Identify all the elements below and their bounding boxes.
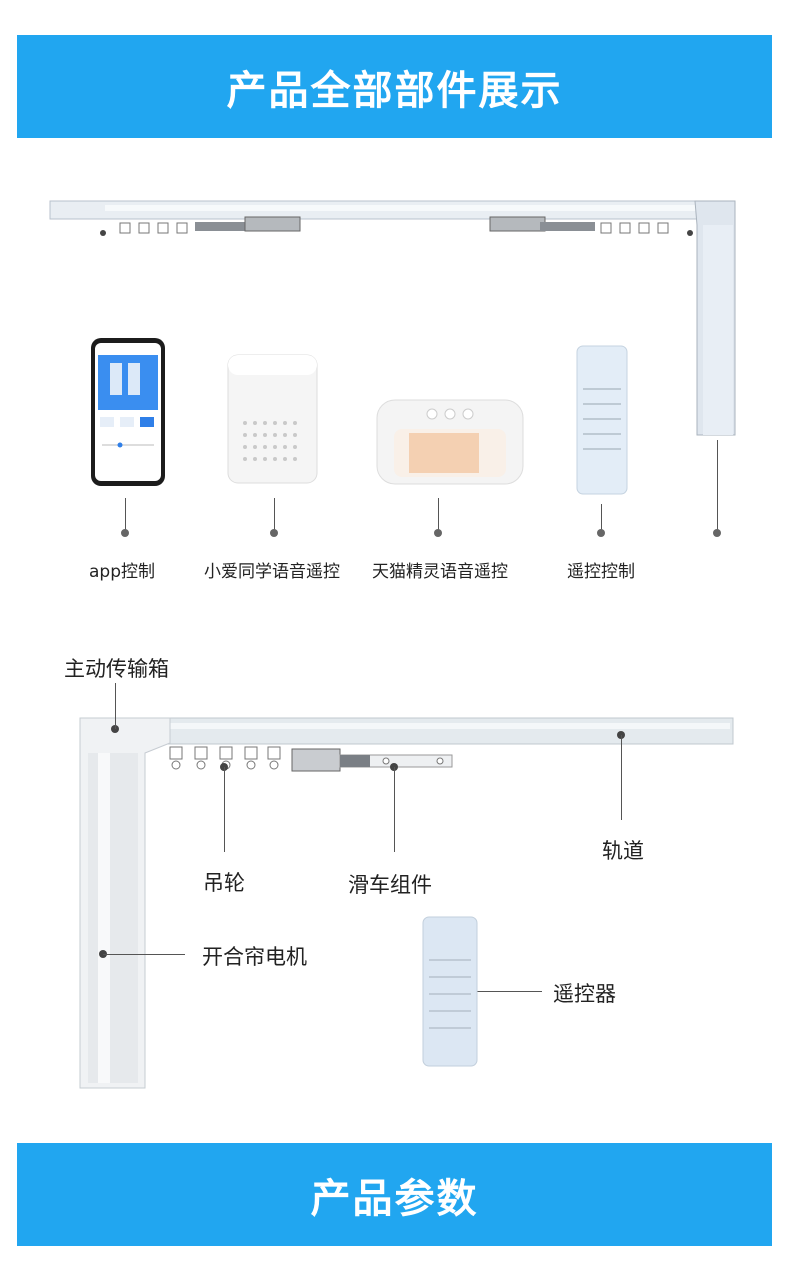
app-connector-line (125, 498, 126, 532)
track-label: 轨道 (602, 839, 644, 863)
gearbox-label: 主动传输箱 (64, 657, 169, 681)
tmall-control-label: 天猫精灵语音遥控 (372, 562, 508, 582)
tmall-connector-dot (434, 529, 442, 537)
hooks-connector-line (224, 767, 225, 852)
gearbox-connector-dot (111, 725, 119, 733)
remote-connector-line-bottom (464, 991, 542, 992)
hooks-label: 吊轮 (203, 871, 245, 895)
remote-label: 遥控器 (553, 982, 616, 1006)
app-control-label: app控制 (89, 562, 155, 582)
parameters-title-banner: 产品参数 (17, 1143, 772, 1246)
carriage-label: 滑车组件 (348, 873, 432, 897)
remote-control-image (576, 345, 628, 495)
section-title-banner: 产品全部部件展示 (17, 35, 772, 138)
remote-control-label: 遥控控制 (567, 562, 635, 582)
app-connector-dot (121, 529, 129, 537)
tmall-genie-speaker-image (376, 399, 524, 485)
remote-controller-image (422, 916, 478, 1067)
gearbox-connector-line (115, 683, 116, 729)
parameters-title: 产品参数 (310, 1175, 479, 1222)
smartphone-app-image (91, 338, 165, 486)
track-connector-line (621, 735, 622, 820)
xiaoai-connector-line (274, 498, 275, 532)
motor-connector-line-bottom (103, 954, 185, 955)
tmall-connector-line (438, 498, 439, 532)
curtain-track-illustration (49, 200, 736, 436)
section-title: 产品全部部件展示 (226, 67, 563, 114)
xiaoai-control-label: 小爱同学语音遥控 (204, 562, 340, 582)
xiaoai-connector-dot (270, 529, 278, 537)
carriage-connector-line (394, 767, 395, 852)
xiaoai-speaker-image (227, 354, 318, 484)
motor-label: 开合帘电机 (202, 945, 307, 969)
motor-connector-line (717, 440, 718, 532)
remote-connector-line (601, 504, 602, 532)
remote-connector-dot (597, 529, 605, 537)
motor-track-assembly-illustration (79, 717, 734, 1089)
motor-connector-dot (713, 529, 721, 537)
